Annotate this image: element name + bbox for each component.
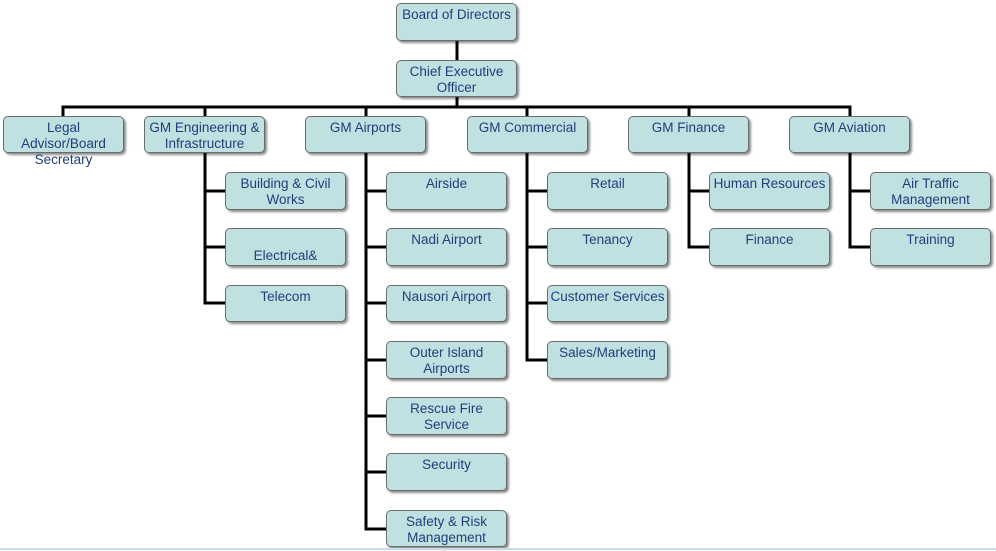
- node-gm-engineering: GM Engineering & Infrastructure: [144, 116, 265, 153]
- node-retail: Retail: [547, 172, 668, 210]
- node-airside: Airside: [386, 172, 507, 210]
- node-nadi-airport: Nadi Airport: [386, 228, 507, 266]
- node-legal-advisor: Legal Advisor/Board Secretary: [3, 116, 124, 167]
- node-electrical: Electrical&: [225, 228, 346, 266]
- node-human-resources: Human Resources: [709, 172, 830, 210]
- node-gm-commercial: GM Commercial: [467, 116, 588, 153]
- node-chief-executive-officer: Chief Executive Officer: [396, 60, 517, 97]
- node-air-traffic-management: Air Traffic Management: [870, 172, 991, 210]
- node-building-civil-works: Building & Civil Works: [225, 172, 346, 210]
- node-customer-services: Customer Services: [547, 285, 668, 322]
- node-sales-marketing: Sales/Marketing: [547, 341, 668, 379]
- node-finance: Finance: [709, 228, 830, 266]
- node-gm-aviation: GM Aviation: [789, 116, 910, 153]
- node-training: Training: [870, 228, 991, 266]
- node-security: Security: [386, 453, 507, 491]
- bottom-rule: [0, 548, 996, 550]
- node-gm-finance: GM Finance: [628, 116, 749, 153]
- node-outer-island-airports: Outer Island Airports: [386, 341, 507, 379]
- node-tenancy: Tenancy: [547, 228, 668, 266]
- node-safety-risk-management: Safety & Risk Management: [386, 510, 507, 547]
- node-rescue-fire-service: Rescue Fire Service: [386, 397, 507, 435]
- node-telecom: Telecom: [225, 285, 346, 322]
- node-board-of-directors: Board of Directors: [396, 3, 517, 41]
- node-gm-airports: GM Airports: [305, 116, 426, 153]
- node-nausori-airport: Nausori Airport: [386, 285, 507, 322]
